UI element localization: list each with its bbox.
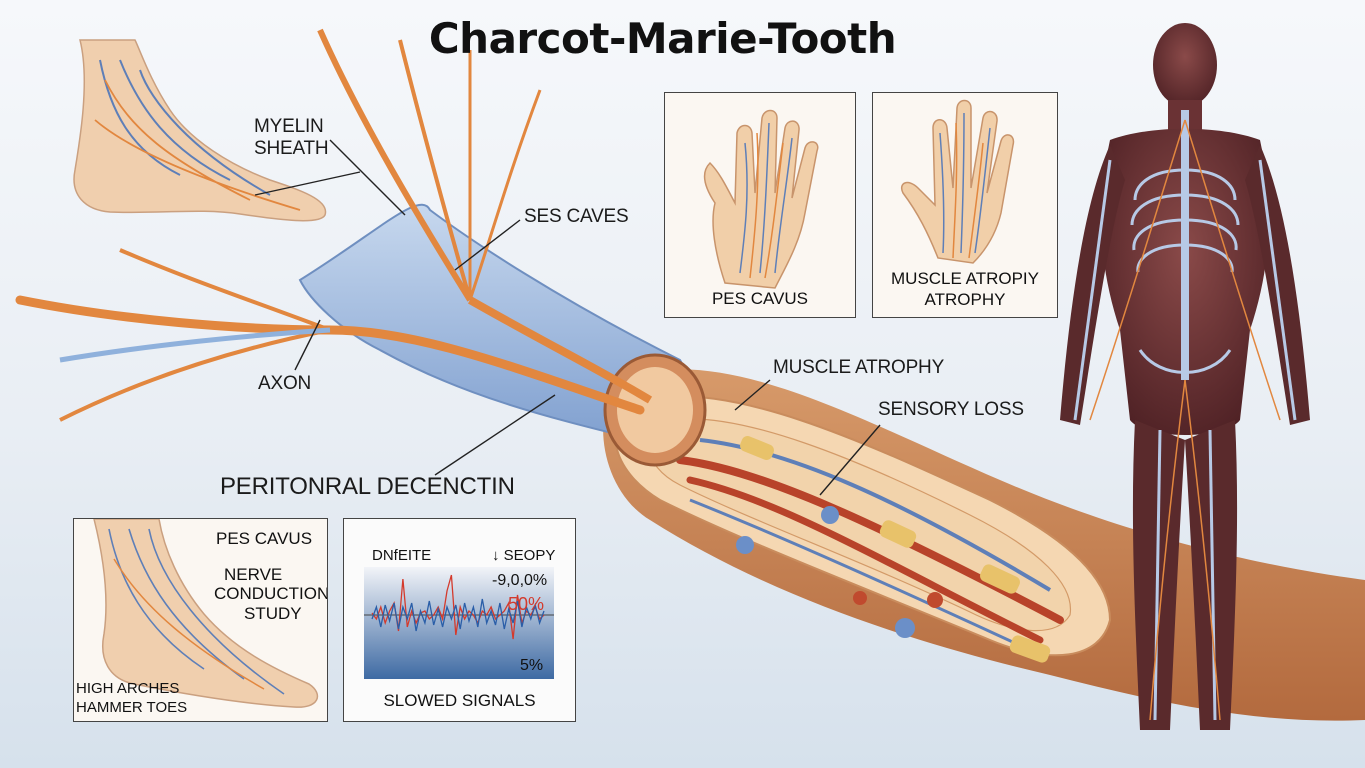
chart-series-line-2 (371, 598, 545, 632)
chart-header-right: ↓ SEOPY (492, 547, 556, 564)
foot-illustration-top (73, 39, 327, 222)
chart-xlabel: SLOWED SIGNALS (383, 691, 536, 710)
foot-label-high-arches: HIGH ARCHES (76, 680, 180, 697)
foot-label-pes-cavus: PES CAVUS (216, 529, 313, 548)
chart-header-left: DNfEITE (372, 547, 432, 564)
foot-label-nerve-3: STUDY (244, 604, 302, 623)
nerve-conduction-chart (364, 567, 554, 679)
label-myelin-line2: SHEATH (254, 138, 329, 159)
hand-right-label-line2: ATROPHY (924, 290, 1006, 309)
hand-illustration-left (703, 109, 819, 289)
hand-left-label: PES CAVUS (711, 289, 809, 308)
myelin-nerve (15, 28, 707, 467)
hand-right-label-line1: MUSCLE ATROPIY (891, 269, 1039, 288)
label-ses-caves: SES CAVES (524, 206, 629, 227)
nerve-conduction-chart-panel: DNfEITE ↓ SEOPY -9,0,0% 50% 5% SLOWED SI… (343, 518, 576, 722)
foot-label-hammer-toes: HAMMER TOES (76, 699, 188, 716)
hand-illustration-right (901, 99, 1015, 264)
label-axon: AXON (258, 373, 312, 394)
label-muscle-atrophy: MUSCLE ATROPHY (773, 357, 945, 378)
body-silhouette (1060, 23, 1310, 730)
foot-panel: PES CAVUS NERVE CONDUCTION STUDY HIGH AR… (73, 518, 328, 722)
foot-label-nerve-1: NERVE (224, 565, 283, 584)
limb-cross-section (603, 369, 1365, 721)
leader-lines (254, 139, 881, 496)
hand-panel-left: PES CAVUS (664, 92, 856, 318)
chart-annotation-3: 5% (520, 657, 544, 674)
label-peritonral: PERITONRAL DECENCTIN (220, 473, 515, 500)
foot-label-nerve-2: CONDUCTION (214, 584, 328, 603)
diagram-title: Charcot-Marie-Tooth (428, 14, 897, 63)
label-sensory-loss: SENSORY LOSS (878, 399, 1024, 420)
chart-annotation-1: -9,0,0% (492, 572, 548, 589)
hand-panel-right: MUSCLE ATROPIY ATROPHY (872, 92, 1058, 318)
label-myelin-line1: MYELIN (254, 116, 324, 137)
foot-illustration (93, 519, 319, 708)
chart-series-line-1 (371, 574, 545, 640)
chart-annotation-2: 50% (508, 594, 545, 614)
